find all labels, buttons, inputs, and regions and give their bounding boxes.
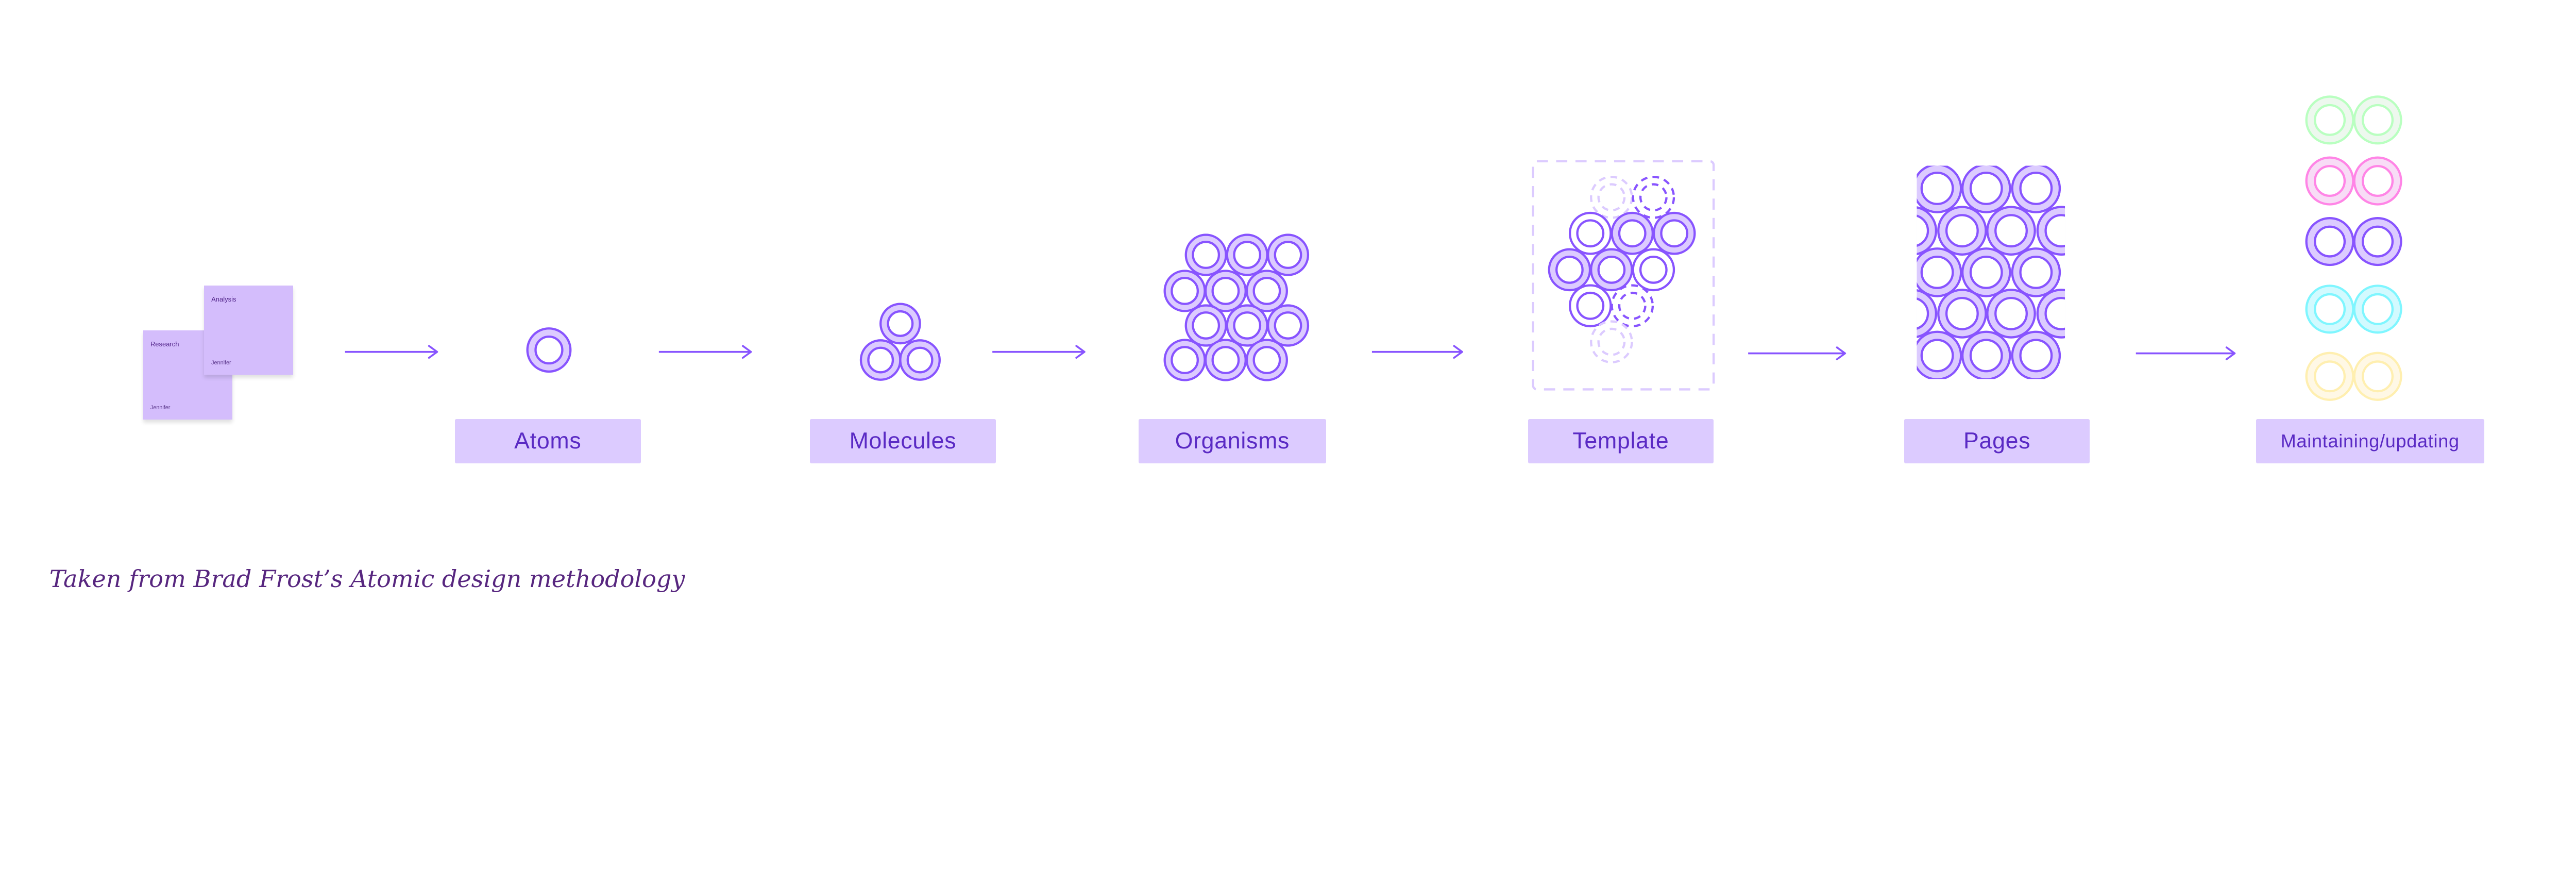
atom-ring-icon [1917, 247, 1962, 297]
template-illustration [1548, 175, 1696, 364]
atom-ring-icon [1245, 339, 1288, 381]
atom-ring-icon [2305, 95, 2354, 145]
atom-ring-icon [1590, 248, 1633, 292]
footnote-attribution: Taken from Brad Frost’s Atomic design me… [49, 564, 685, 593]
atom-ring-icon [2036, 289, 2065, 339]
atom-ring-icon [2011, 247, 2061, 297]
atom-ring-icon [859, 339, 902, 381]
atom-ring-icon [2353, 156, 2402, 206]
atom-ring-icon [899, 339, 941, 381]
atom-ring-icon [1568, 284, 1612, 328]
stage-label-template: Template [1528, 419, 1714, 463]
diagram-stage: Research Jennifer Analysis Jennifer Atom… [49, 95, 2484, 593]
template-dashed-frame [1532, 160, 1715, 391]
stage-label-molecules: Molecules [810, 419, 996, 463]
atom-ring-icon [1632, 248, 1675, 292]
organisms-illustration [1163, 233, 1310, 381]
atom-ring-icon [1961, 247, 2011, 297]
sticky-note-author: Jennifer [211, 360, 231, 366]
atoms-illustration [526, 327, 572, 373]
atom-ring-icon [2305, 156, 2354, 206]
atom-ring-icon [526, 327, 572, 373]
atom-ring-icon [1266, 233, 1310, 276]
sticky-note-author: Jennifer [150, 404, 171, 411]
atom-ring-icon [1917, 165, 1962, 213]
arrow-right-icon [1371, 345, 1463, 359]
atom-ring-icon [2353, 216, 2402, 266]
arrow-right-icon [345, 345, 438, 359]
arrow-right-icon [2136, 346, 2236, 360]
atom-ring-icon [1184, 304, 1227, 347]
atom-ring-icon [1961, 330, 2011, 379]
atom-ring-icon [2353, 285, 2402, 334]
atom-ring-icon [1568, 211, 1612, 255]
atom-ring-icon [2305, 352, 2354, 401]
atom-ring-icon [1226, 233, 1268, 276]
atom-ring-icon [2305, 216, 2354, 266]
atom-ring-icon [1917, 330, 1962, 379]
arrow-right-icon [992, 345, 1086, 359]
atom-ring-icon [1986, 206, 2036, 256]
atom-ring-icon [1611, 211, 1654, 255]
atom-ring-icon [1937, 206, 1987, 256]
atom-ring-icon [1937, 289, 1987, 339]
atom-ring-icon [2305, 285, 2354, 334]
atomic-design-diagram [345, 95, 2402, 401]
atom-ring-icon [1590, 175, 1633, 219]
atom-ring-icon [1548, 248, 1591, 292]
molecules-illustration [859, 303, 941, 381]
atom-ring-icon [1917, 206, 1938, 256]
pages-illustration [1917, 165, 2065, 379]
maintaining-illustration [2305, 95, 2402, 401]
atom-ring-icon [2353, 352, 2402, 401]
atom-ring-icon [1611, 284, 1654, 328]
atom-ring-icon [1961, 165, 2011, 213]
stage-label-maintaining: Maintaining/updating [2256, 419, 2484, 463]
atom-ring-icon [1917, 289, 1938, 338]
atom-ring-icon [1652, 211, 1696, 255]
atom-ring-icon [2036, 206, 2065, 256]
arrow-right-icon [658, 345, 752, 359]
atom-ring-icon [1266, 304, 1310, 347]
sticky-note-analysis[interactable]: Analysis Jennifer [204, 286, 294, 375]
atom-ring-icon [1226, 304, 1268, 347]
atom-ring-icon [1204, 270, 1247, 312]
atom-ring-icon [2353, 95, 2402, 145]
atom-ring-icon [1590, 320, 1633, 364]
arrows [345, 345, 2236, 360]
sticky-note-title: Analysis [211, 295, 236, 304]
atom-ring-icon [1245, 270, 1288, 312]
atom-ring-icon [1184, 233, 1227, 276]
stage-label-pages: Pages [1904, 419, 2090, 463]
sticky-note-title: Research [150, 340, 179, 348]
atom-ring-icon [1632, 175, 1675, 219]
atom-ring-icon [1986, 289, 2036, 339]
atom-ring-icon [879, 303, 921, 345]
stage-label-atoms: Atoms [455, 419, 641, 463]
atom-ring-icon [1163, 270, 1206, 312]
atom-ring-icon [1204, 339, 1247, 381]
atom-ring-icon [2011, 165, 2061, 213]
stage-label-organisms: Organisms [1139, 419, 1326, 463]
atom-ring-icon [1163, 339, 1206, 381]
atom-ring-icon [2011, 330, 2061, 379]
arrow-right-icon [1748, 346, 1846, 360]
